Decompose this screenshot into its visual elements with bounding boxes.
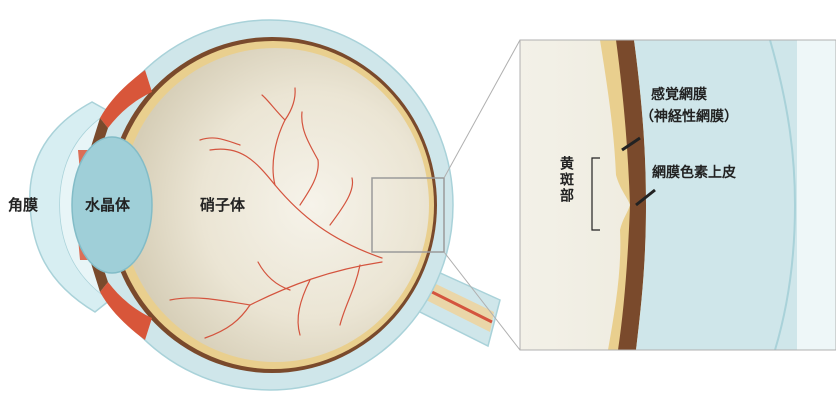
label-cornea: 角膜 — [8, 194, 38, 215]
label-vitreous: 硝子体 — [200, 194, 245, 215]
label-macula: 黄斑部 — [556, 156, 576, 204]
label-sensory-retina-sub: （神経性網膜） — [640, 106, 738, 126]
zoom-connector-top — [444, 40, 520, 178]
vitreous — [121, 48, 429, 362]
label-sensory-retina: 感覚網膜 — [651, 84, 707, 104]
label-rpe: 網膜色素上皮 — [652, 162, 736, 182]
label-lens: 水晶体 — [85, 194, 130, 215]
